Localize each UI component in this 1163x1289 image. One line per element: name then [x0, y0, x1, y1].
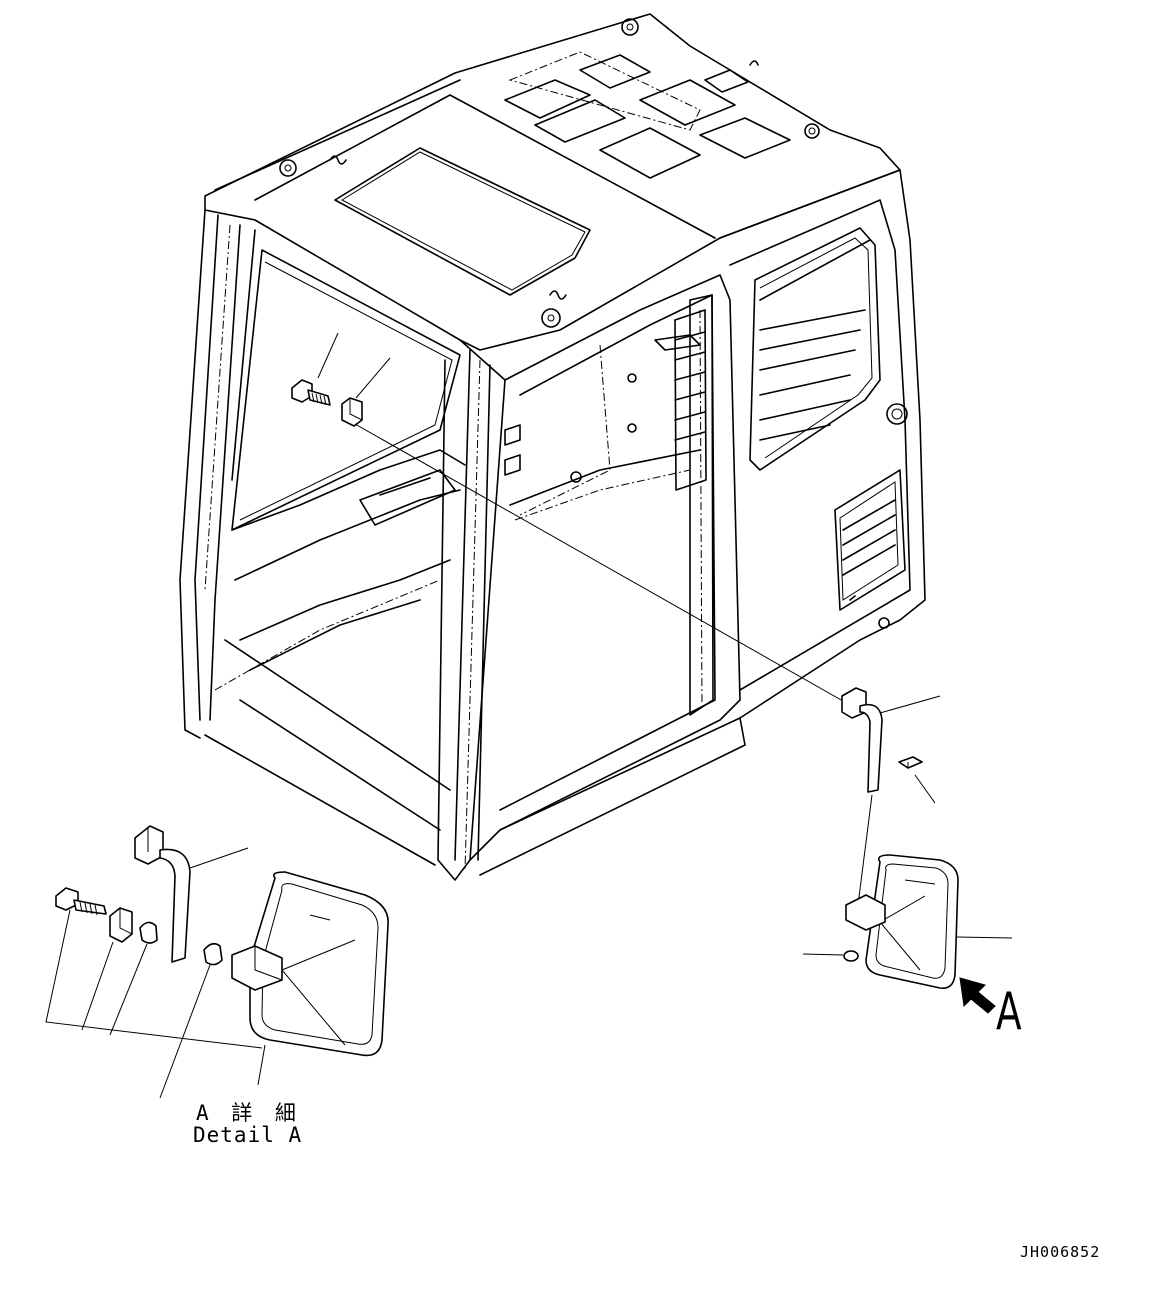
- clamp-detail: [109, 907, 133, 943]
- mirror-stay-right: [841, 687, 883, 793]
- cap-detail: [203, 942, 223, 966]
- bolt-detail: [55, 887, 107, 916]
- view-label: A: [996, 982, 1022, 1042]
- pin-right: [898, 756, 923, 769]
- mirror-stay-detail: [134, 825, 191, 963]
- cap-right: [843, 950, 859, 962]
- detail-title-english: Detail A: [193, 1123, 303, 1147]
- mirror-detail: [231, 871, 389, 1057]
- washer-detail: [139, 921, 158, 944]
- detail-title-japanese: A 詳 細: [196, 1101, 301, 1125]
- operator-cab: [179, 13, 926, 881]
- mirror-clamp-on-cab: [341, 397, 363, 427]
- drawing-number: JH006852: [1020, 1243, 1101, 1261]
- mirror-right: [845, 854, 959, 990]
- view-direction-arrow-icon: [959, 977, 996, 1014]
- mirror-bolt-on-cab: [291, 379, 331, 406]
